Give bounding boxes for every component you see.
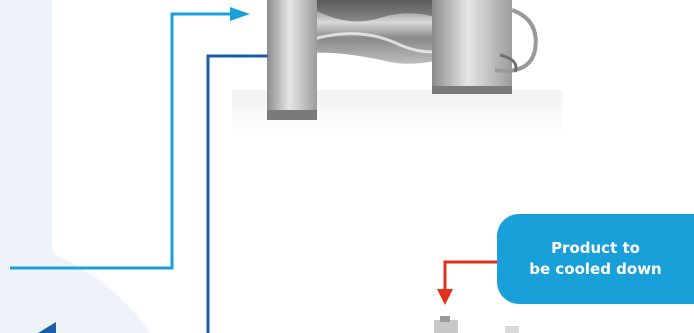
arrow-down-icon — [437, 289, 453, 305]
mixer-drum-image — [232, 0, 562, 135]
product-callout: Product to be cooled down — [497, 214, 694, 304]
arrow-right-icon — [230, 7, 250, 21]
product-flow-line — [445, 262, 497, 292]
product-small-image — [434, 316, 519, 333]
callout-label: Product to be cooled down — [529, 238, 662, 280]
background-panel — [0, 0, 150, 333]
